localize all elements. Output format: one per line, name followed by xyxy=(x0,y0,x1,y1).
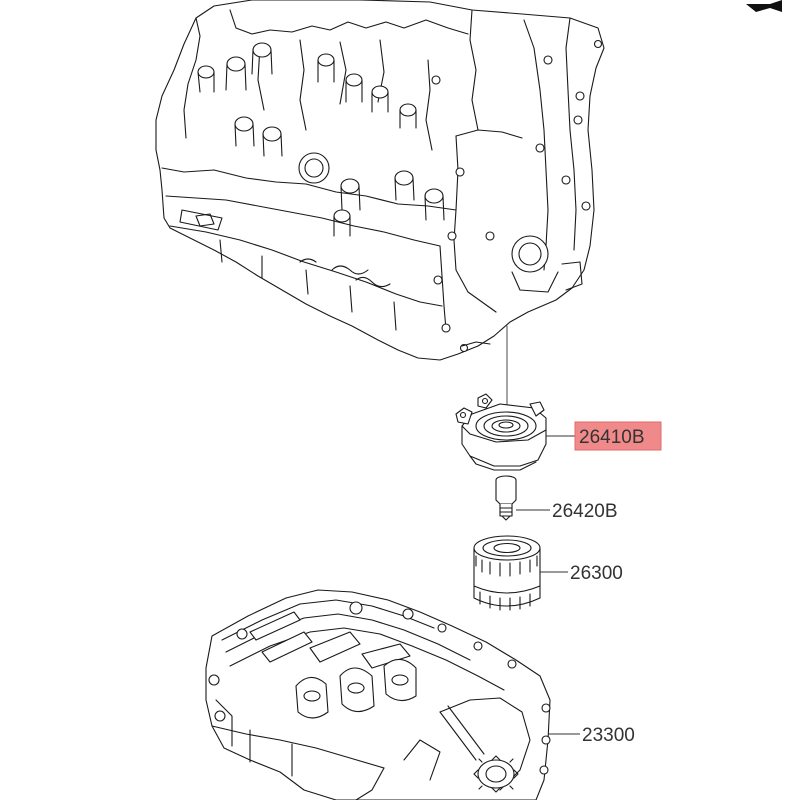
part-number-label: 26410B xyxy=(579,427,645,448)
engine-block-drawing xyxy=(155,0,605,361)
part-number-label: 26420B xyxy=(552,501,618,522)
callout-26420B: 26420B xyxy=(516,501,618,522)
oil-cooler-drawing xyxy=(455,393,547,471)
bolt-holes xyxy=(431,39,603,353)
part-number-label: 23300 xyxy=(582,725,635,746)
corner-arrow-icon xyxy=(746,0,782,12)
highlight-box xyxy=(574,421,662,451)
fitting-drawing xyxy=(495,475,517,521)
oil-filter-drawing xyxy=(473,535,541,611)
balance-shaft-drawing xyxy=(205,589,551,800)
callout-26300: 26300 xyxy=(540,563,623,584)
callout-26410B: 26410B xyxy=(546,421,662,451)
callout-23300: 23300 xyxy=(548,725,635,746)
part-number-label: 26300 xyxy=(570,563,623,584)
